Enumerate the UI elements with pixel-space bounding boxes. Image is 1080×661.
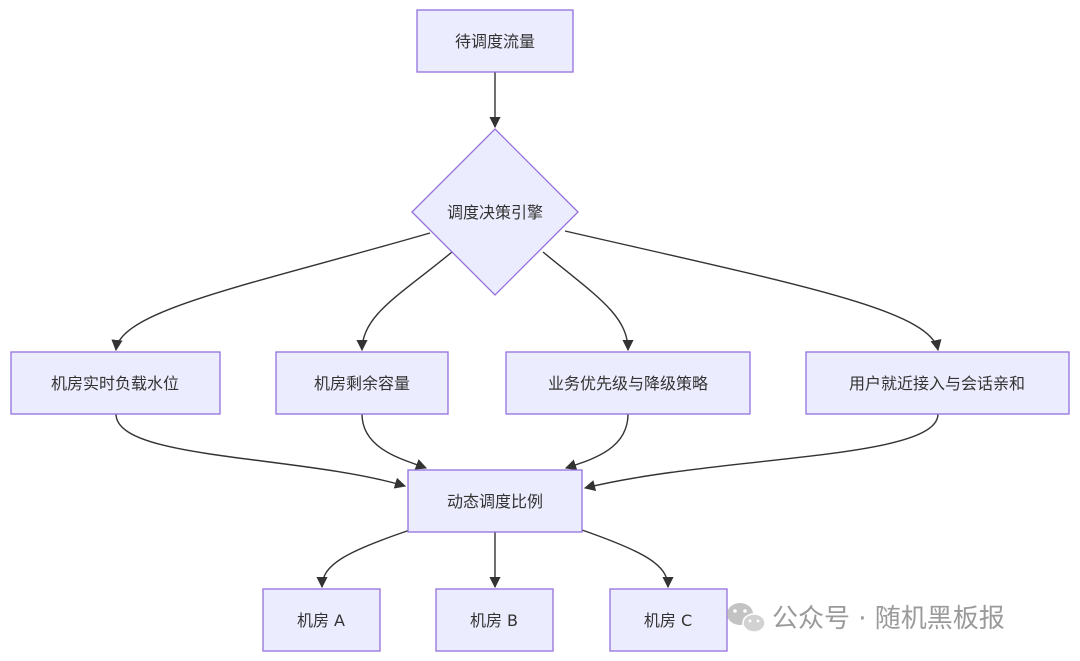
edge-engine-to-affinity xyxy=(564,230,942,352)
wechat-icon xyxy=(727,603,766,633)
edge-ratio-to-dc-a xyxy=(316,529,411,589)
edge-load-to-ratio xyxy=(115,413,407,489)
watermark: 公众号 · 随机黑板报 xyxy=(727,603,1005,634)
node-biz-priority[interactable]: 业务优先级与降级策略 xyxy=(505,351,751,415)
node-dc-load[interactable]: 机房实时负载水位 xyxy=(10,351,221,415)
node-dc-c-label: 机房 C xyxy=(644,611,692,630)
edge-engine-to-capacity xyxy=(356,251,453,352)
node-dc-capacity[interactable]: 机房剩余容量 xyxy=(275,351,449,415)
watermark-text: 公众号 · 随机黑板报 xyxy=(772,604,1005,634)
node-dc-a-label: 机房 A xyxy=(297,611,345,630)
node-pending-traffic[interactable]: 待调度流量 xyxy=(416,9,574,73)
edge-capacity-to-ratio xyxy=(361,413,428,470)
node-dc-c[interactable]: 机房 C xyxy=(609,588,728,652)
node-dc-capacity-label: 机房剩余容量 xyxy=(314,374,410,393)
edge-engine-to-load xyxy=(111,232,431,352)
node-decision-engine-label: 调度决策引擎 xyxy=(447,203,543,222)
edge-engine-to-priority xyxy=(542,251,634,352)
node-dc-load-label: 机房实时负载水位 xyxy=(51,374,179,393)
edge-priority-to-ratio xyxy=(564,413,629,471)
node-user-affinity[interactable]: 用户就近接入与会话亲和 xyxy=(805,351,1070,415)
node-pending-traffic-label: 待调度流量 xyxy=(455,32,535,51)
node-dynamic-ratio[interactable]: 动态调度比例 xyxy=(407,469,583,533)
edges xyxy=(111,72,942,589)
node-user-affinity-label: 用户就近接入与会话亲和 xyxy=(849,374,1025,393)
node-dc-b[interactable]: 机房 B xyxy=(435,588,554,652)
node-dynamic-ratio-label: 动态调度比例 xyxy=(447,492,543,511)
node-dc-a[interactable]: 机房 A xyxy=(262,588,381,652)
edge-affinity-to-ratio xyxy=(583,413,939,492)
edge-ratio-to-dc-c xyxy=(581,529,674,589)
node-dc-b-label: 机房 B xyxy=(470,611,518,630)
node-biz-priority-label: 业务优先级与降级策略 xyxy=(548,374,708,393)
node-decision-engine[interactable]: 调度决策引擎 xyxy=(411,128,579,296)
